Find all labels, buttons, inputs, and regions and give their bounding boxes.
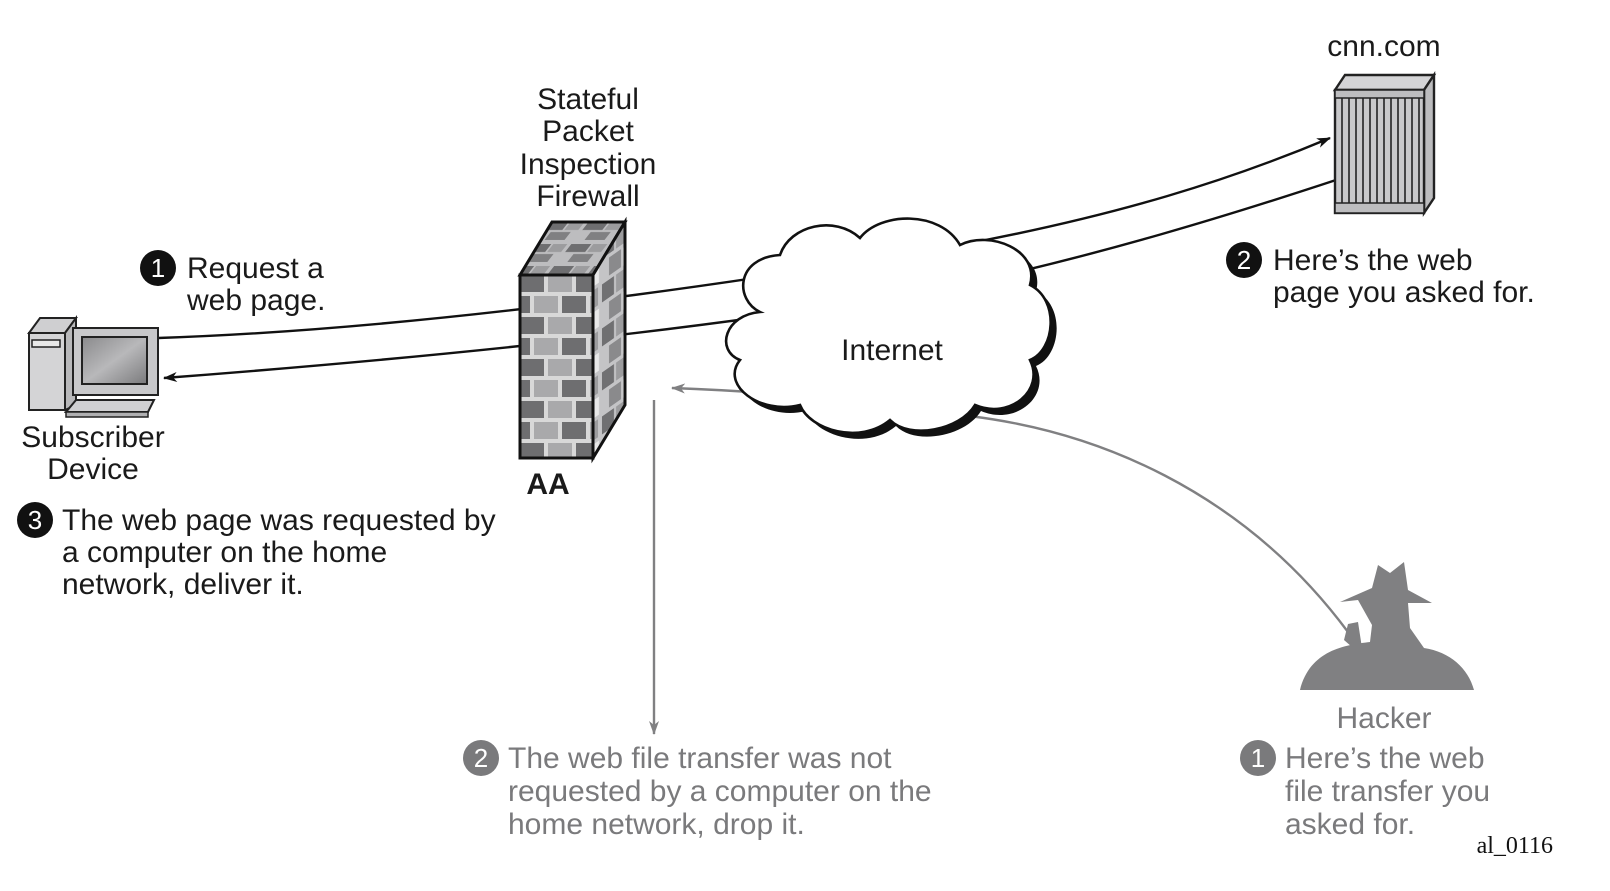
svg-text:asked for.: asked for. (1285, 808, 1415, 841)
svg-text:Request a: Request a (187, 252, 324, 285)
step-hacker-annotation: 1 Here’s the web file transfer you asked… (1240, 740, 1490, 841)
svg-text:web page.: web page. (186, 284, 325, 317)
hacker-label: Hacker (1336, 702, 1431, 735)
hacker-icon (1300, 562, 1474, 690)
firewall-aa-label: AA (526, 468, 569, 501)
subscriber-computer-icon (27, 314, 159, 418)
svg-text:home network, drop it.: home network, drop it. (508, 808, 805, 841)
request-flow-line (157, 136, 1331, 340)
figure-id: al_0116 (1477, 833, 1553, 859)
svg-text:Device: Device (47, 453, 139, 486)
svg-text:Firewall: Firewall (536, 180, 639, 213)
svg-text:Here’s the web: Here’s the web (1285, 742, 1485, 775)
step-deliver-annotation: 3 The web page was requested by a comput… (17, 502, 496, 601)
svg-text:The web file transfer was not: The web file transfer was not (508, 742, 892, 775)
internet-cloud-icon (724, 217, 1057, 439)
firewall-icon (517, 216, 628, 464)
step-number-badge (463, 740, 499, 776)
svg-text:2: 2 (1237, 245, 1251, 275)
internet-label: Internet (841, 334, 943, 367)
svg-text:Here’s the web: Here’s the web (1273, 244, 1473, 277)
svg-text:The web page was requested by: The web page was requested by (62, 504, 496, 537)
server-label: cnn.com (1327, 30, 1440, 63)
server-icon (1332, 71, 1437, 217)
subscriber-label: Subscriber Device (21, 421, 164, 486)
step-number-badge (17, 502, 53, 538)
step-request-annotation: 1 Request a web page. (140, 250, 325, 317)
step-drop-annotation: 2 The web file transfer was not requeste… (463, 740, 932, 841)
svg-text:Stateful: Stateful (537, 83, 639, 116)
svg-text:3: 3 (28, 505, 42, 535)
svg-text:Packet: Packet (542, 115, 634, 148)
svg-text:file transfer you: file transfer you (1285, 775, 1490, 808)
svg-text:1: 1 (1251, 743, 1265, 773)
step-number-badge (1226, 242, 1262, 278)
step-number-badge (1240, 740, 1276, 776)
svg-text:1: 1 (151, 253, 165, 283)
svg-text:2: 2 (474, 743, 488, 773)
svg-text:Inspection: Inspection (520, 148, 657, 181)
svg-text:requested by a computer on the: requested by a computer on the (508, 775, 932, 808)
svg-text:network, deliver it.: network, deliver it. (62, 568, 304, 601)
hacker-flow-line (671, 383, 1349, 633)
firewall-title: Stateful Packet Inspection Firewall (520, 83, 657, 213)
svg-text:Subscriber: Subscriber (21, 421, 164, 454)
svg-text:a computer on the home: a computer on the home (62, 536, 387, 569)
svg-text:page you asked for.: page you asked for. (1273, 276, 1535, 309)
step-server-reply-annotation: 2 Here’s the web page you asked for. (1226, 242, 1535, 309)
step-number-badge (140, 250, 176, 286)
